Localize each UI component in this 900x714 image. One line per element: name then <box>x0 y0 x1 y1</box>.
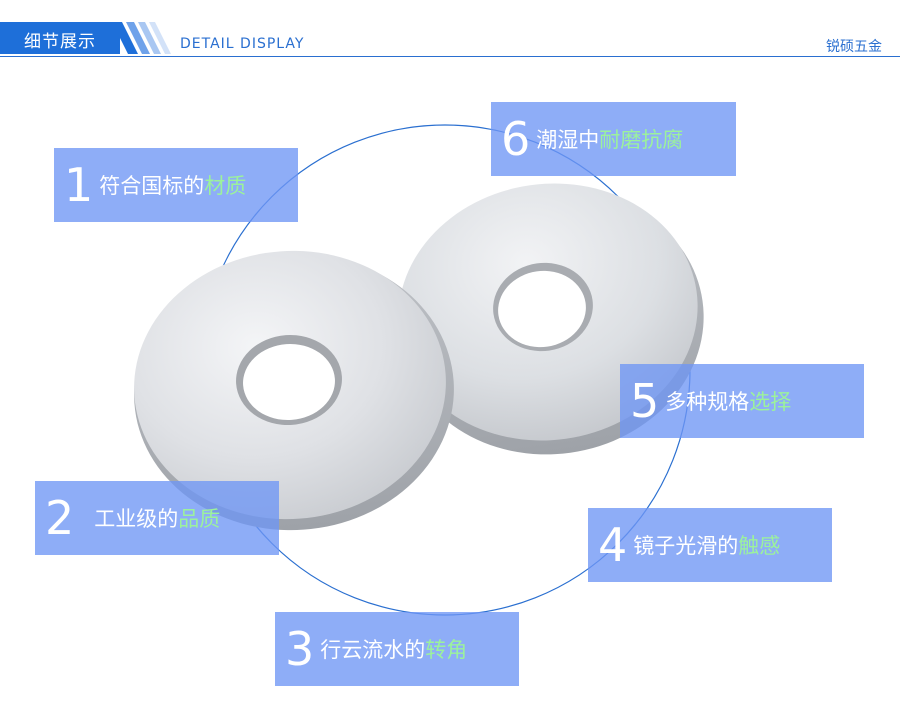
stripe-decoration <box>112 22 171 54</box>
header-divider <box>0 56 900 57</box>
feature-5-number: 5 <box>630 374 660 428</box>
feature-2-highlight: 品质 <box>178 507 221 531</box>
feature-2-text: 工业级的 <box>94 507 179 531</box>
feature-4-number: 4 <box>598 518 628 572</box>
washer-left <box>134 250 454 531</box>
section-title: 细节展示 <box>24 32 96 52</box>
feature-6-number: 6 <box>501 112 531 166</box>
feature-5-text: 多种规格 <box>665 390 750 414</box>
section-subtitle: DETAIL DISPLAY <box>180 36 305 52</box>
feature-3-number: 3 <box>285 622 315 676</box>
feature-4: 4 镜子光滑的触感 <box>588 508 832 582</box>
feature-6: 6 潮湿中耐磨抗腐 <box>491 102 736 176</box>
feature-4-highlight: 触感 <box>738 534 781 558</box>
feature-6-highlight: 耐磨抗腐 <box>599 128 684 152</box>
feature-3: 3 行云流水的转角 <box>275 612 519 686</box>
feature-3-highlight: 转角 <box>425 638 468 662</box>
feature-4-text: 镜子光滑的 <box>633 534 739 558</box>
feature-2: 2 工业级的品质 <box>35 481 279 555</box>
section-tab <box>0 22 120 54</box>
feature-1-number: 1 <box>64 158 94 212</box>
feature-1-text: 符合国标的 <box>99 174 205 198</box>
brand-name: 锐硕五金 <box>826 39 882 55</box>
feature-5: 5 多种规格选择 <box>620 364 864 438</box>
feature-3-text: 行云流水的 <box>320 638 426 662</box>
feature-1: 1 符合国标的材质 <box>54 148 298 222</box>
feature-2-number: 2 <box>45 491 75 545</box>
feature-1-highlight: 材质 <box>204 174 247 198</box>
feature-6-text: 潮湿中 <box>536 128 600 152</box>
feature-5-highlight: 选择 <box>749 390 792 414</box>
